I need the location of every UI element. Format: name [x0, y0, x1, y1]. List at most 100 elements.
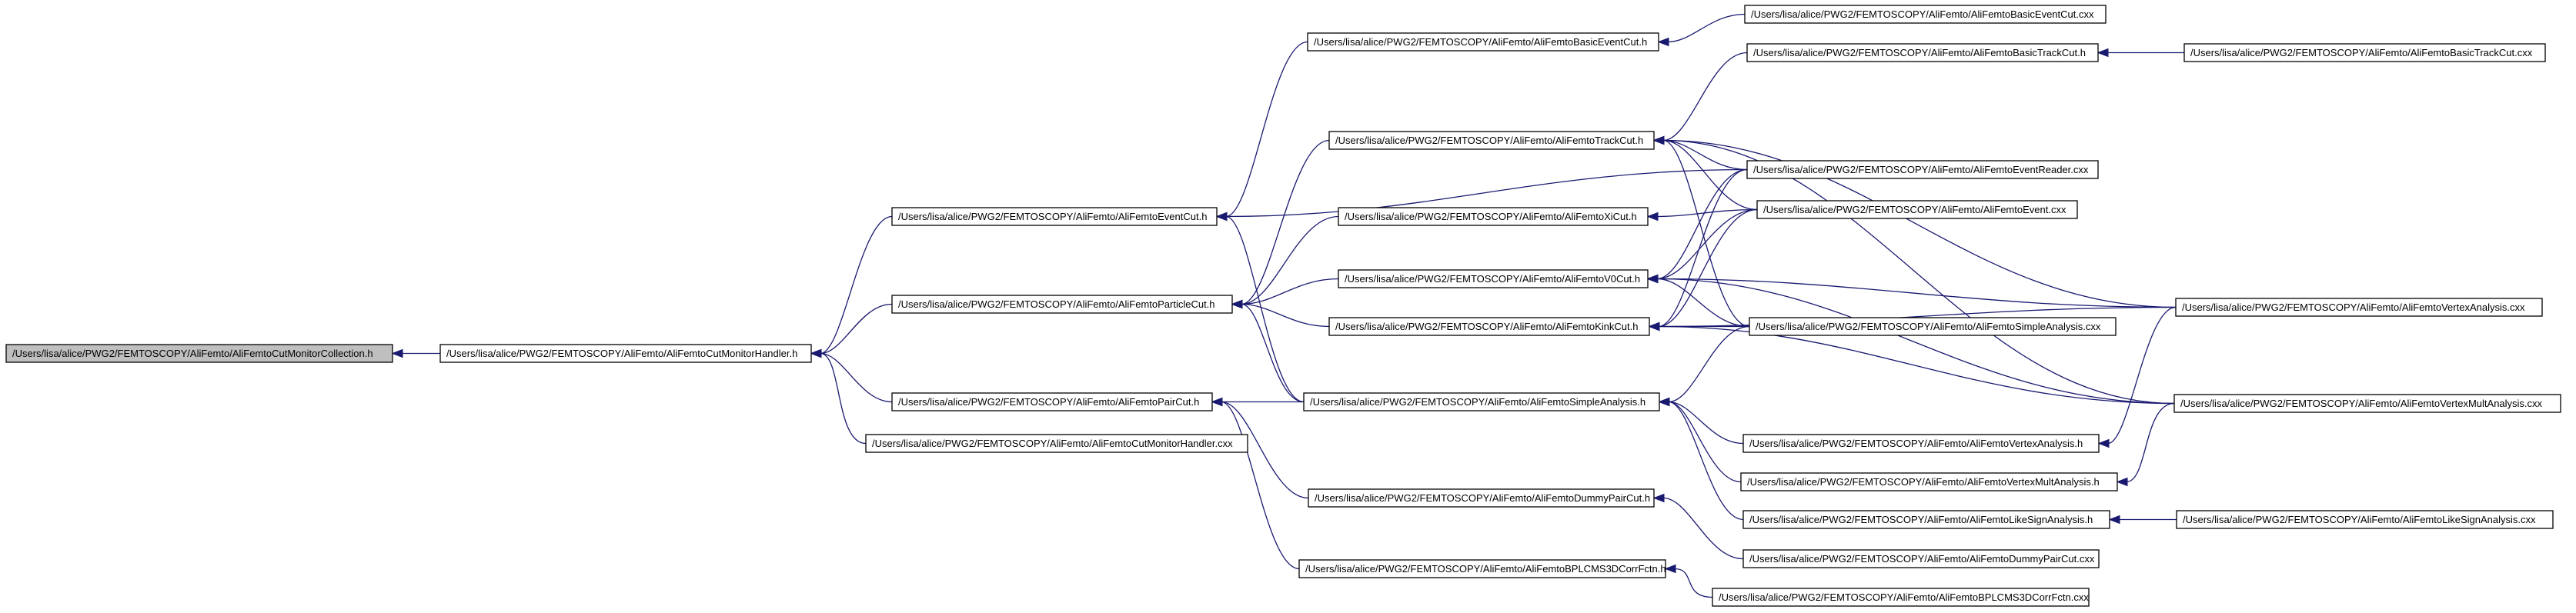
graph-node[interactable]: /Users/lisa/alice/PWG2/FEMTOSCOPY/AliFem… [439, 344, 812, 363]
node-box [1742, 434, 2100, 453]
graph-node[interactable]: /Users/lisa/alice/PWG2/FEMTOSCOPY/AliFem… [2173, 394, 2561, 413]
edge-n2-to-n1 [820, 215, 893, 355]
graph-node[interactable]: /Users/lisa/alice/PWG2/FEMTOSCOPY/AliFem… [1756, 200, 2078, 219]
graph-node[interactable]: /Users/lisa/alice/PWG2/FEMTOSCOPY/AliFem… [1328, 317, 1650, 336]
node-label: /Users/lisa/alice/PWG2/FEMTOSCOPY/AliFem… [2180, 398, 2543, 409]
edge-arrowhead [810, 348, 822, 358]
node-box [865, 434, 1248, 453]
edge-n18-to-n9 [1656, 278, 1750, 328]
node-label: /Users/lisa/alice/PWG2/FEMTOSCOPY/AliFem… [872, 438, 1233, 449]
edge-n12-to-n4 [1221, 401, 1309, 499]
edge-n22-to-n12 [1662, 497, 1744, 560]
graph-node[interactable]: /Users/lisa/alice/PWG2/FEMTOSCOPY/AliFem… [891, 295, 1233, 314]
node-box [1303, 392, 1660, 411]
node-label: /Users/lisa/alice/PWG2/FEMTOSCOPY/AliFem… [446, 348, 797, 359]
edge-n20-to-n11 [1668, 401, 1742, 483]
node-label: /Users/lisa/alice/PWG2/FEMTOSCOPY/AliFem… [12, 348, 373, 359]
edge-n19-to-n11 [1668, 401, 1744, 445]
edge-n14-to-n6 [1667, 13, 1746, 43]
node-box [1742, 549, 2100, 568]
edge-n16-to-n10 [1658, 168, 1748, 328]
node-box [1338, 269, 1649, 288]
node-label: /Users/lisa/alice/PWG2/FEMTOSCOPY/AliFem… [1749, 553, 2095, 565]
graph-node[interactable]: /Users/lisa/alice/PWG2/FEMTOSCOPY/AliFem… [2183, 43, 2546, 62]
node-label: /Users/lisa/alice/PWG2/FEMTOSCOPY/AliFem… [1314, 36, 1647, 48]
edge-arrowhead [1215, 212, 1228, 222]
graph-node[interactable]: /Users/lisa/alice/PWG2/FEMTOSCOPY/AliFem… [2176, 510, 2554, 529]
graph-node[interactable]: /Users/lisa/alice/PWG2/FEMTOSCOPY/AliFem… [1740, 472, 2118, 491]
edge-n11-to-n2 [1225, 215, 1305, 403]
node-label: /Users/lisa/alice/PWG2/FEMTOSCOPY/AliFem… [1753, 164, 2089, 175]
edge-n18-to-n7 [1662, 139, 1750, 328]
node-box [1749, 317, 2117, 336]
graph-node[interactable]: /Users/lisa/alice/PWG2/FEMTOSCOPY/AliFem… [891, 392, 1213, 411]
node-box [1307, 32, 1659, 52]
node-label: /Users/lisa/alice/PWG2/FEMTOSCOPY/AliFem… [1345, 273, 1640, 285]
node-box [1746, 43, 2099, 62]
edge-n7-to-n3 [1241, 139, 1330, 305]
node-box [1308, 488, 1655, 508]
graph-edges [391, 13, 2184, 598]
graph-node[interactable]: /Users/lisa/alice/PWG2/FEMTOSCOPY/AliFem… [1307, 32, 1659, 52]
edge-n25-to-n9 [1656, 278, 2177, 308]
node-box [891, 295, 1233, 314]
graph-node[interactable]: /Users/lisa/alice/PWG2/FEMTOSCOPY/AliFem… [1328, 131, 1655, 150]
edge-n25-to-n7 [1662, 139, 2177, 308]
edge-arrowhead [2097, 48, 2109, 58]
node-label: /Users/lisa/alice/PWG2/FEMTOSCOPY/AliFem… [2183, 514, 2536, 525]
node-box [5, 344, 393, 363]
node-label: /Users/lisa/alice/PWG2/FEMTOSCOPY/AliFem… [1753, 47, 2086, 58]
node-label: /Users/lisa/alice/PWG2/FEMTOSCOPY/AliFem… [898, 298, 1215, 310]
edge-n9-to-n3 [1241, 278, 1339, 305]
node-box [1740, 472, 2118, 491]
node-box [891, 392, 1213, 411]
graph-node[interactable]: /Users/lisa/alice/PWG2/FEMTOSCOPY/AliFem… [891, 207, 1218, 226]
graph-node[interactable]: /Users/lisa/alice/PWG2/FEMTOSCOPY/AliFem… [1746, 43, 2099, 62]
edge-n17-to-n10 [1658, 208, 1758, 328]
edge-arrowhead [1664, 564, 1676, 574]
edge-n8-to-n3 [1241, 215, 1339, 305]
graph-node[interactable]: /Users/lisa/alice/PWG2/FEMTOSCOPY/AliFem… [1746, 160, 2099, 179]
node-label: /Users/lisa/alice/PWG2/FEMTOSCOPY/AliFem… [1763, 204, 2066, 215]
edge-n13-to-n4 [1221, 401, 1300, 570]
edge-n17-to-n9 [1656, 208, 1758, 280]
node-label: /Users/lisa/alice/PWG2/FEMTOSCOPY/AliFem… [1749, 438, 2083, 449]
graph-node[interactable]: /Users/lisa/alice/PWG2/FEMTOSCOPY/AliFem… [1749, 317, 2117, 336]
edge-n16-to-n2 [1225, 168, 1748, 218]
edge-arrowhead [1657, 37, 1669, 47]
graph-node[interactable]: /Users/lisa/alice/PWG2/FEMTOSCOPY/AliFem… [1338, 207, 1649, 226]
edge-arrowhead [1652, 493, 1665, 503]
edge-n18-to-n11 [1668, 325, 1750, 403]
edge-n10-to-n3 [1241, 303, 1330, 328]
graph-node[interactable]: /Users/lisa/alice/PWG2/FEMTOSCOPY/AliFem… [865, 434, 1248, 453]
node-label: /Users/lisa/alice/PWG2/FEMTOSCOPY/AliFem… [2190, 47, 2533, 58]
edge-n15-to-n7 [1662, 52, 1748, 142]
graph-nodes: /Users/lisa/alice/PWG2/FEMTOSCOPY/AliFem… [5, 5, 2561, 607]
node-box [1328, 131, 1655, 150]
graph-node[interactable]: /Users/lisa/alice/PWG2/FEMTOSCOPY/AliFem… [1742, 549, 2100, 568]
edge-n11-to-n3 [1241, 303, 1305, 403]
graph-node[interactable]: /Users/lisa/alice/PWG2/FEMTOSCOPY/AliFem… [1298, 559, 1666, 578]
graph-node[interactable]: /Users/lisa/alice/PWG2/FEMTOSCOPY/AliFem… [1338, 269, 1649, 288]
node-box [2183, 43, 2546, 62]
edge-arrowhead [1646, 274, 1659, 284]
edge-n26-to-n20 [2126, 402, 2175, 483]
graph-node[interactable]: /Users/lisa/alice/PWG2/FEMTOSCOPY/AliFem… [1742, 510, 2110, 529]
node-label: /Users/lisa/alice/PWG2/FEMTOSCOPY/AliFem… [1305, 563, 1666, 575]
edge-arrowhead [391, 348, 403, 358]
edge-arrowhead [2116, 477, 2128, 487]
graph-node[interactable]: /Users/lisa/alice/PWG2/FEMTOSCOPY/AliFem… [1742, 434, 2100, 453]
node-label: /Users/lisa/alice/PWG2/FEMTOSCOPY/AliFem… [898, 211, 1207, 222]
graph-node[interactable]: /Users/lisa/alice/PWG2/FEMTOSCOPY/AliFem… [1308, 488, 1655, 508]
node-label: /Users/lisa/alice/PWG2/FEMTOSCOPY/AliFem… [1749, 514, 2093, 525]
node-label: /Users/lisa/alice/PWG2/FEMTOSCOPY/AliFem… [1335, 321, 1638, 332]
edge-n3-to-n1 [820, 303, 893, 355]
graph-node[interactable]: /Users/lisa/alice/PWG2/FEMTOSCOPY/AliFem… [1712, 588, 2090, 607]
graph-node[interactable]: /Users/lisa/alice/PWG2/FEMTOSCOPY/AliFem… [1303, 392, 1660, 411]
edge-n16-to-n9 [1656, 168, 1748, 280]
edge-n17-to-n8 [1656, 208, 1758, 218]
graph-node[interactable]: /Users/lisa/alice/PWG2/FEMTOSCOPY/AliFem… [1744, 5, 2107, 24]
node-box [891, 207, 1218, 226]
graph-node[interactable]: /Users/lisa/alice/PWG2/FEMTOSCOPY/AliFem… [2175, 298, 2543, 317]
